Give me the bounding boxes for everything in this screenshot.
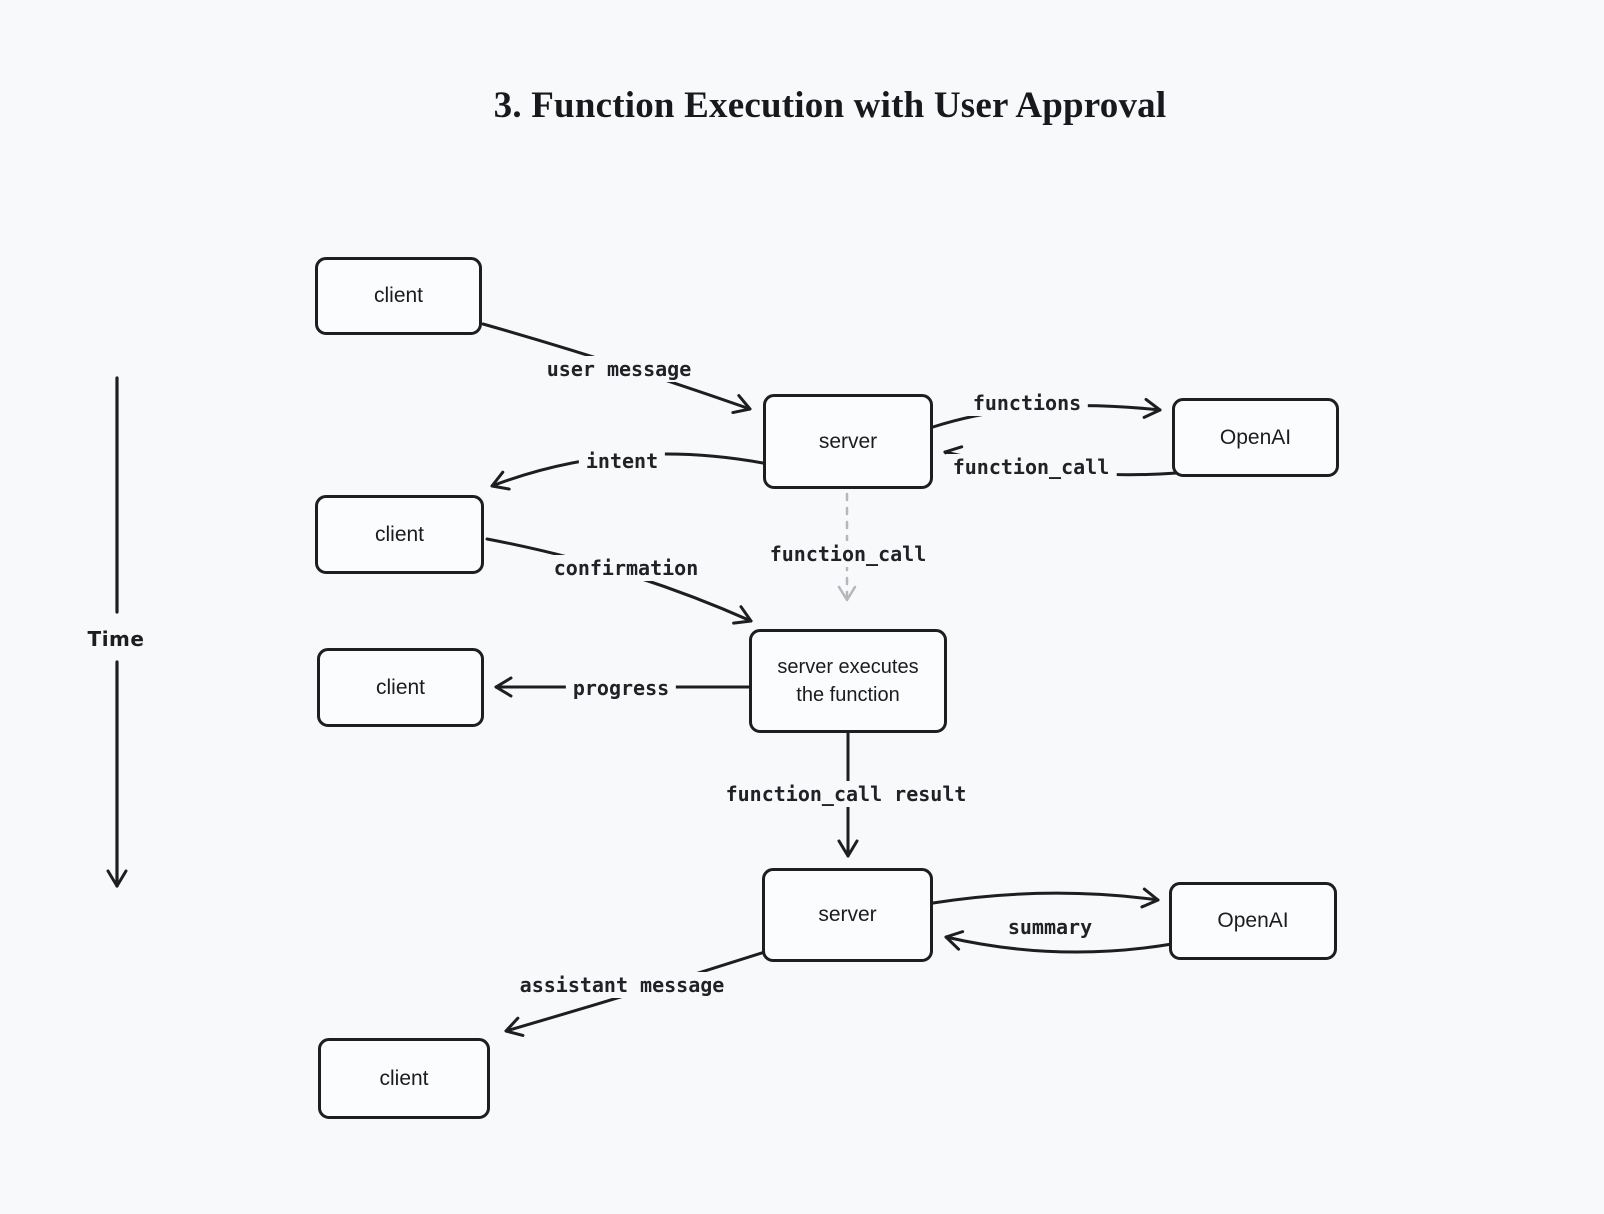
node-openai-2-label: OpenAI [1217, 909, 1289, 932]
node-server-exec-line1: server executes [777, 656, 919, 678]
arrow-summary-response [944, 930, 1174, 954]
node-openai-1: OpenAI [1172, 398, 1339, 477]
node-server-2-label: server [818, 903, 877, 926]
node-client-1: client [315, 257, 482, 335]
node-server-1-label: server [818, 429, 878, 453]
time-axis-label: Time [81, 625, 151, 653]
edge-label-intent: intent [578, 448, 666, 474]
node-client-3-label: client [375, 675, 426, 699]
node-server-exec-line2: the function [796, 684, 900, 706]
node-client-1-label: client [373, 284, 424, 307]
node-server-2: server [762, 868, 933, 962]
node-openai-1-label: OpenAI [1219, 425, 1292, 449]
node-server-exec-label: server executes the function [777, 653, 918, 709]
node-client-3: client [317, 648, 484, 727]
node-server-exec: server executes the function [749, 629, 947, 733]
edge-label-function-call-return: function_call [945, 454, 1117, 480]
edge-label-function-call-dispatch: function_call [762, 541, 934, 567]
edge-label-user-message: user message [539, 356, 699, 382]
edge-label-progress: progress [565, 675, 677, 701]
edge-label-assistant-message: assistant message [512, 972, 732, 998]
node-openai-2: OpenAI [1169, 882, 1337, 960]
node-client-4-label: client [379, 1066, 429, 1090]
edge-label-confirmation: confirmation [546, 555, 706, 581]
node-client-2-label: client [374, 522, 425, 546]
node-client-2: client [315, 495, 484, 574]
edge-label-summary: summary [1000, 914, 1100, 940]
edge-label-functions: functions [965, 390, 1089, 416]
node-server-1: server [763, 394, 933, 489]
arrow-summary-request [931, 887, 1160, 909]
edge-label-function-call-result: function_call result [718, 781, 974, 807]
page-title: 3. Function Execution with User Approval [493, 85, 1167, 126]
node-client-4: client [318, 1038, 490, 1119]
